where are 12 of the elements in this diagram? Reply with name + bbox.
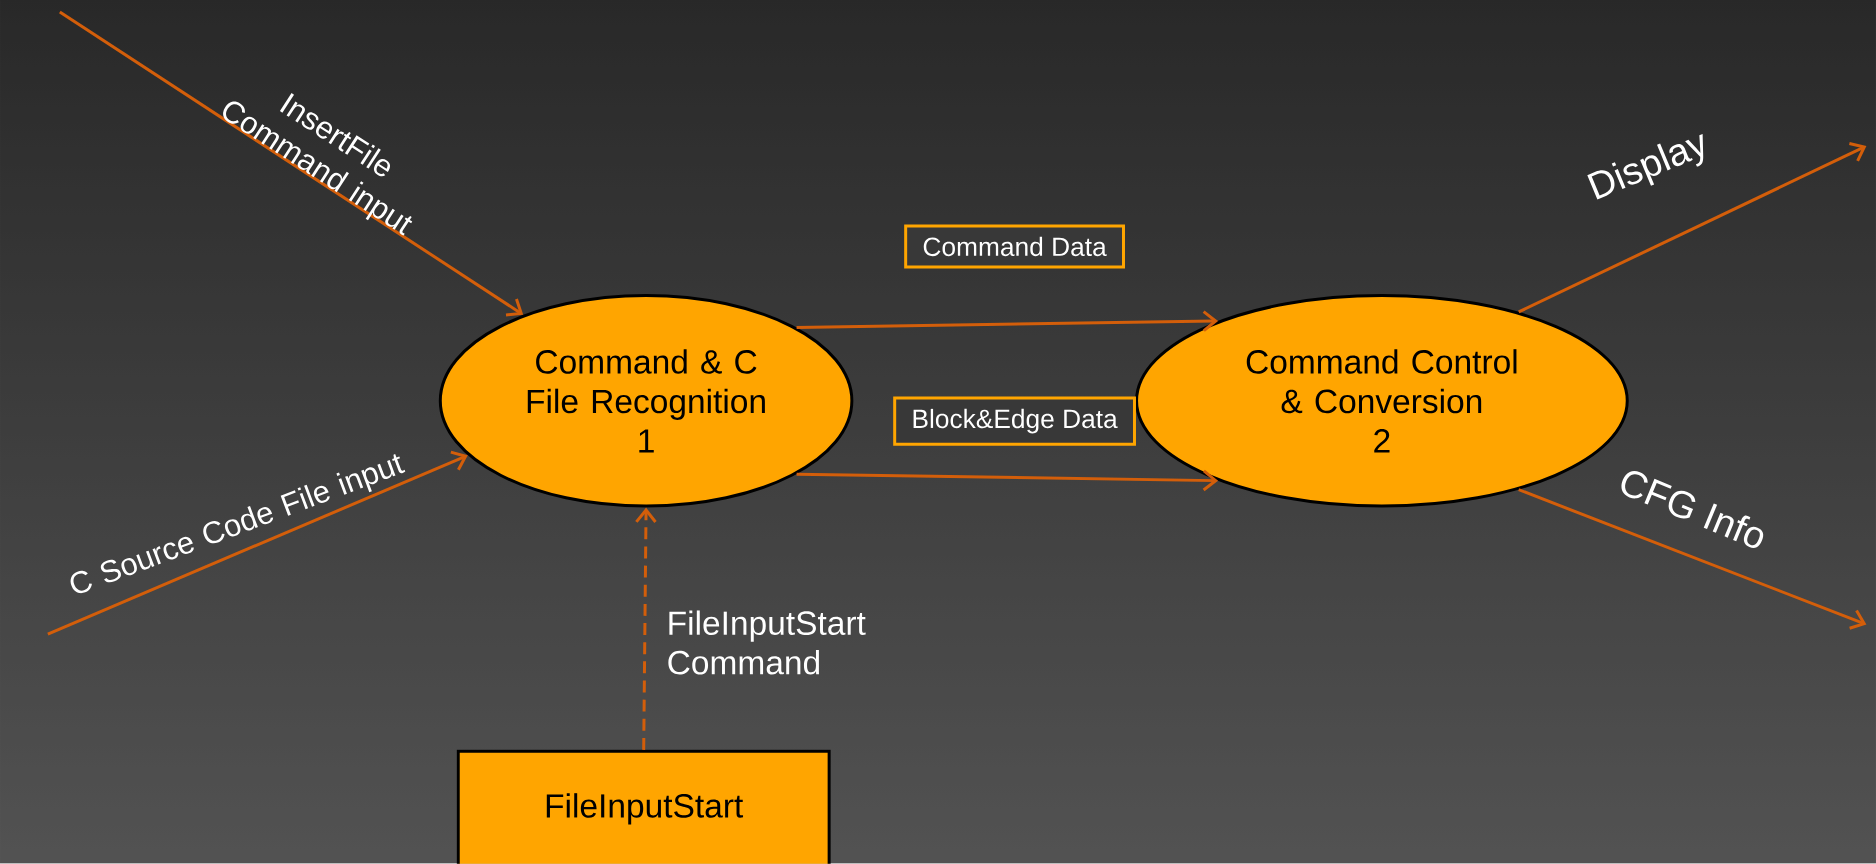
- arrow: [1518, 142, 1867, 314]
- terminator-box: FileInputStart: [456, 749, 831, 864]
- arrow: [796, 469, 1219, 492]
- arrow: [59, 10, 524, 317]
- arrow: [47, 450, 468, 636]
- edge-label-box: Command Data: [904, 224, 1125, 269]
- edge-label-box: Block&Edge Data: [893, 396, 1136, 446]
- arrow: [1518, 488, 1867, 630]
- edge-label: C Source Code File input: [70, 454, 406, 594]
- arrow: [635, 507, 657, 750]
- edge-label: FileInputStart Command: [668, 610, 866, 675]
- arrow: [796, 310, 1219, 332]
